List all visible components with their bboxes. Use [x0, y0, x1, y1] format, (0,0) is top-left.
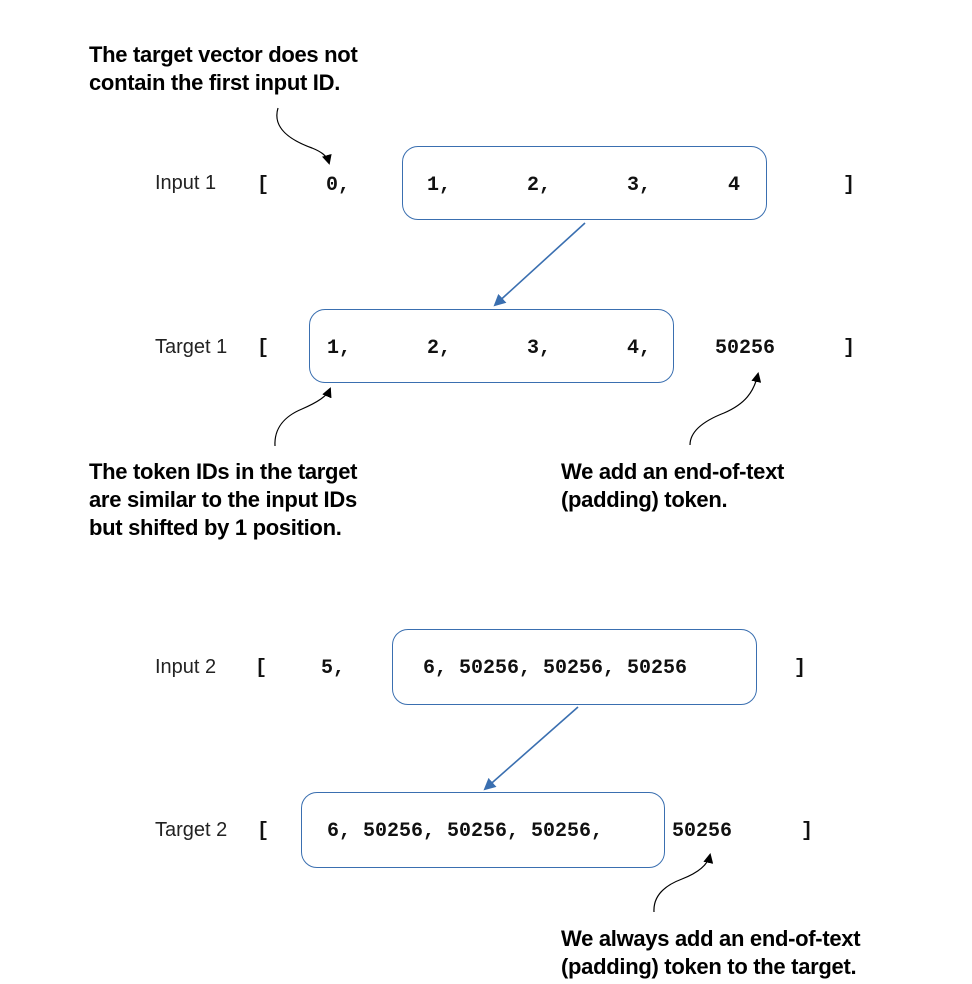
- callout-line: The token IDs in the target: [89, 459, 358, 484]
- callout-arrow-bottom: [653, 853, 714, 913]
- target-1-token: 4,: [627, 337, 652, 360]
- callout-arrow-top: [276, 107, 332, 165]
- callout-line: contain the first input ID.: [89, 70, 341, 95]
- callout-line: but shifted by 1 position.: [89, 515, 342, 540]
- target-1-token: 3,: [527, 337, 552, 360]
- callout-padding-token: We add an end-of-text (padding) token.: [561, 458, 784, 514]
- callout-always-padding: We always add an end-of-text (padding) t…: [561, 925, 861, 981]
- target-1-padding-token: 50256: [715, 337, 776, 360]
- callout-line: We add an end-of-text: [561, 459, 785, 484]
- shift-arrow-2: [483, 706, 579, 791]
- input-2-window-tokens: 6, 50256, 50256, 50256: [423, 657, 688, 680]
- target-2-padding-token: 50256: [672, 820, 733, 843]
- input-2-close-bracket: ]: [794, 657, 807, 680]
- target-2-open-bracket: [: [257, 820, 270, 843]
- input-2-label: Input 2: [155, 656, 217, 678]
- target-2-label: Target 2: [155, 819, 228, 841]
- target-2-close-bracket: ]: [801, 820, 814, 843]
- callout-arrow-right: [689, 372, 762, 446]
- target-1-close-bracket: ]: [843, 337, 856, 360]
- input-1-token: 1,: [427, 174, 452, 197]
- input-1-token: 0,: [326, 174, 351, 197]
- input-1-token: 4: [728, 174, 741, 197]
- input-1-label: Input 1: [155, 172, 217, 194]
- input-2-window-box: [392, 629, 757, 705]
- callout-shifted-ids: The token IDs in the target are similar …: [89, 458, 357, 542]
- input-1-token: 2,: [527, 174, 552, 197]
- callout-line: (padding) token to the target.: [561, 954, 857, 979]
- shift-arrow-1: [493, 222, 586, 307]
- input-1-open-bracket: [: [257, 174, 270, 197]
- input-1-token: 3,: [627, 174, 652, 197]
- target-1-window-box: [309, 309, 674, 383]
- input-1-close-bracket: ]: [843, 174, 856, 197]
- callout-line: The target vector does not: [89, 42, 358, 67]
- input-1-window-box: [402, 146, 767, 220]
- target-1-token: 2,: [427, 337, 452, 360]
- target-1-token: 1,: [327, 337, 352, 360]
- input-2-token: 5,: [321, 657, 346, 680]
- callout-first-id-dropped: The target vector does not contain the f…: [89, 41, 358, 97]
- target-1-open-bracket: [: [257, 337, 270, 360]
- target-2-window-box: [301, 792, 665, 868]
- target-1-label: Target 1: [155, 336, 228, 358]
- input-2-open-bracket: [: [255, 657, 268, 680]
- callout-line: (padding) token.: [561, 487, 728, 512]
- callout-line: We always add an end-of-text: [561, 926, 861, 951]
- callout-arrow-left: [274, 387, 332, 447]
- target-2-window-tokens: 6, 50256, 50256, 50256,: [327, 820, 604, 843]
- callout-line: are similar to the input IDs: [89, 487, 357, 512]
